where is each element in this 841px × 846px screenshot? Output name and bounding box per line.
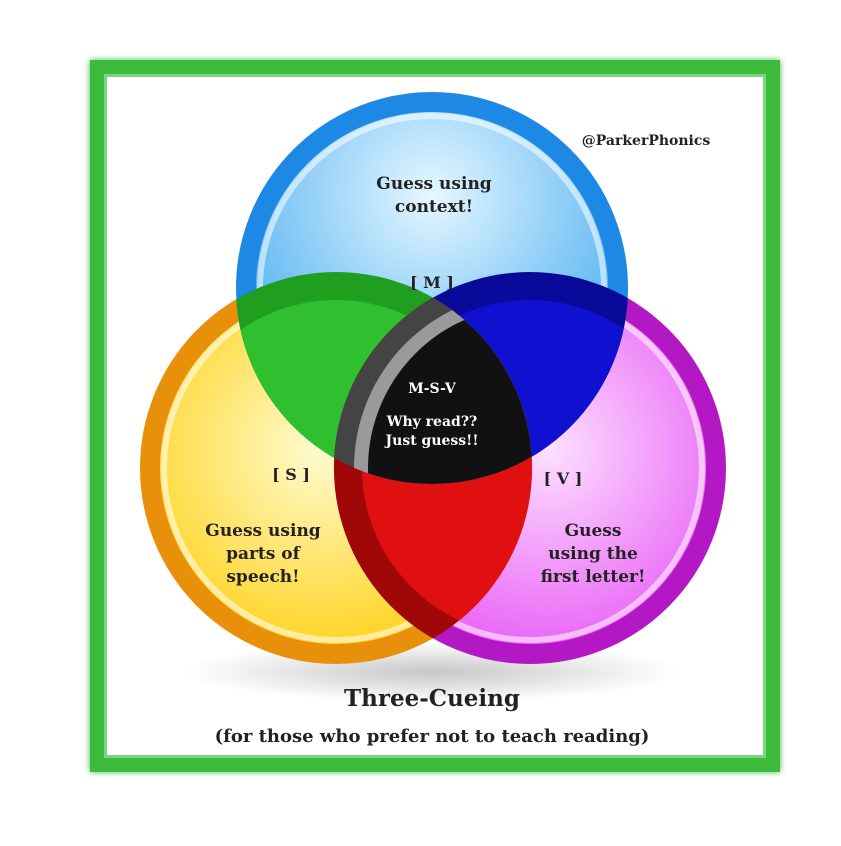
center-title: M-S-V [408,381,457,397]
meaning-text-line-2: context! [395,197,473,217]
visual-text-line-2: using the [548,544,638,564]
meaning-text-line-1: Guess using [376,174,492,194]
watermark: @ParkerPhonics [582,133,711,149]
visual-code: [ V ] [544,469,583,488]
diagram-title: Three-Cueing [344,685,520,712]
diagram-subtitle: (for those who prefer not to teach readi… [215,726,650,747]
meaning-code: [ M ] [410,273,454,292]
center-text-line-2: Just guess!! [384,433,479,449]
syntax-text-line-3: speech! [226,567,299,587]
syntax-text-line-2: parts of [226,544,302,564]
visual-text-line-1: Guess [565,521,622,541]
syntax-code: [ S ] [272,465,310,484]
center-text-line-1: Why read?? [386,414,477,430]
syntax-text-line-1: Guess using [205,521,321,541]
visual-text-line-3: first letter! [541,567,646,587]
